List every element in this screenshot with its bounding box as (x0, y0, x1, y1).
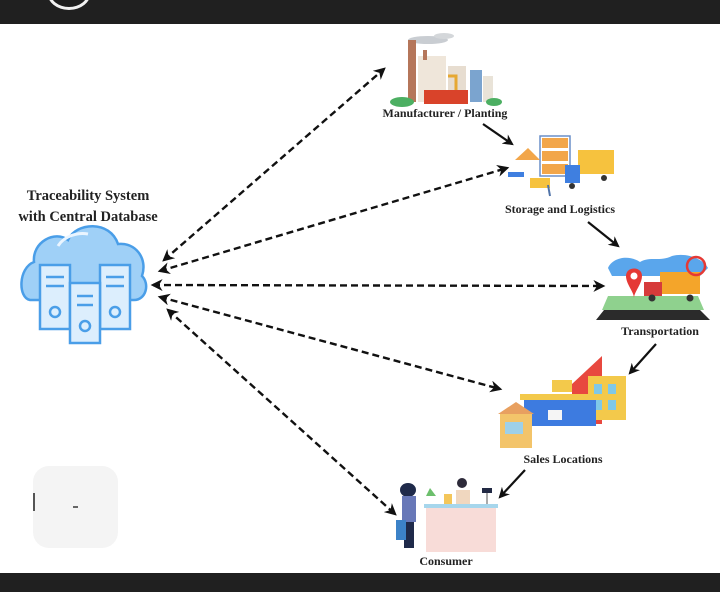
link-database-sales (157, 293, 503, 393)
link-database-manufacturer (162, 67, 386, 262)
floating-button-edge (33, 493, 35, 511)
cloud-database-icon (20, 225, 148, 345)
top-bar (0, 0, 720, 24)
node-label-sales: Sales Locations (523, 452, 603, 466)
node-label-storage: Storage and Logistics (504, 202, 615, 216)
link-database-consumer (166, 308, 397, 516)
minus-icon (73, 506, 78, 508)
warehouse-icon (508, 135, 614, 197)
delivery-truck-map-icon (596, 254, 710, 320)
dashed-links (150, 67, 606, 516)
link-database-storage (157, 164, 510, 275)
node-label-transportation: Transportation (621, 324, 699, 338)
storefront-icon (498, 356, 626, 448)
database-title-line1: Traceability System (26, 188, 150, 204)
node-label-consumer: Consumer (419, 554, 473, 568)
database-title-line2: with Central Database (18, 209, 158, 225)
flow-manufacturer-storage (482, 123, 514, 146)
flow-sales-consumer (498, 469, 526, 499)
shopper-counter-icon (396, 478, 498, 552)
flow-storage-transportation (587, 221, 620, 248)
link-database-transportation (150, 279, 606, 292)
flow-arrows (482, 123, 657, 499)
flow-transportation-sales (628, 343, 657, 375)
bottom-bar (0, 573, 720, 592)
floating-button[interactable] (33, 466, 118, 548)
database-title: Traceability System with Central Databas… (0, 186, 176, 228)
node-label-manufacturer: Manufacturer / Planting (382, 106, 508, 120)
factory-icon (390, 33, 502, 107)
